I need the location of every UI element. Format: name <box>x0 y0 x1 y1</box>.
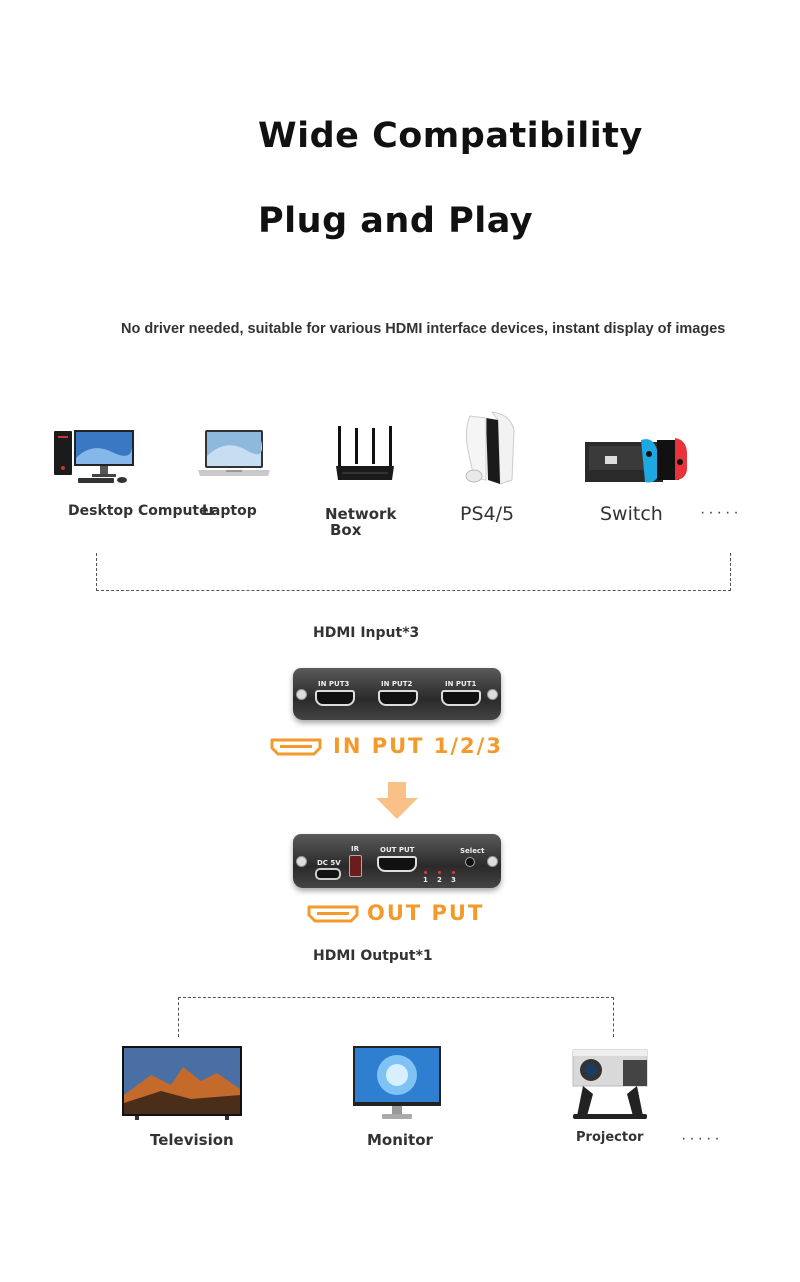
subtitle: No driver needed, suitable for various H… <box>121 321 726 337</box>
router-icon <box>334 424 396 484</box>
label-switch: Switch <box>600 503 663 525</box>
switch-output-panel: DC 5V IR OUT PUT Select 1 2 3 <box>293 834 501 888</box>
label-monitor: Monitor <box>367 1131 433 1149</box>
led-1 <box>424 871 427 874</box>
desktop-computer-icon <box>52 428 137 486</box>
hdmi-port-input2 <box>378 690 418 706</box>
output-bracket-top-line <box>178 997 614 998</box>
monitor-icon <box>352 1045 442 1121</box>
more-input-devices-dots: ····· <box>700 504 742 521</box>
select-button <box>465 857 475 867</box>
out-put-label: OUT PUT <box>380 846 415 854</box>
hdmi-port-input1 <box>441 690 481 706</box>
bracket-left-line <box>96 553 97 591</box>
screw-left-out <box>296 856 307 867</box>
led-2 <box>438 871 441 874</box>
led-label-2: 2 <box>437 876 442 884</box>
select-label: Select <box>460 847 485 855</box>
arrow-down-icon <box>374 782 420 820</box>
laptop-icon <box>196 428 274 484</box>
hdmi-input-label: HDMI Input*3 <box>313 625 420 641</box>
switch-input-panel: IN PUT3 IN PUT2 IN PUT1 <box>293 668 501 720</box>
label-ps45: PS4/5 <box>460 503 515 525</box>
label-desktop-computer: Desktop Computer <box>68 503 216 519</box>
output-bracket-left-line <box>178 997 179 1037</box>
output-bracket-right-line <box>613 997 614 1037</box>
hdmi-output-label: HDMI Output*1 <box>313 948 433 964</box>
bracket-right-line <box>730 553 731 591</box>
television-icon <box>121 1045 243 1121</box>
label-television: Television <box>150 1131 234 1149</box>
dc-power-port <box>315 868 341 880</box>
dc-5v-label: DC 5V <box>317 859 341 867</box>
hdmi-port-input3 <box>315 690 355 706</box>
screw-right <box>487 689 498 700</box>
more-output-devices-dots: ····· <box>681 1130 723 1147</box>
screw-right-out <box>487 856 498 867</box>
bracket-bottom-line <box>96 590 731 591</box>
label-network: Network <box>325 505 397 523</box>
port-label-input2: IN PUT2 <box>381 680 413 688</box>
hdmi-connector-icon-out <box>307 905 359 923</box>
led-3 <box>452 871 455 874</box>
hdmi-connector-icon <box>270 738 322 756</box>
port-label-input1: IN PUT1 <box>445 680 477 688</box>
port-label-input3: IN PUT3 <box>318 680 350 688</box>
ir-port <box>349 855 362 877</box>
nintendo-switch-icon <box>583 436 689 486</box>
heading-plug-and-play: Plug and Play <box>258 201 534 241</box>
hdmi-port-output <box>377 856 417 872</box>
projector-icon <box>567 1046 653 1122</box>
led-label-1: 1 <box>423 876 428 884</box>
ps5-console-icon <box>462 410 518 488</box>
label-projector: Projector <box>576 1130 644 1145</box>
screw-left <box>296 689 307 700</box>
ir-label: IR <box>351 845 359 853</box>
input-caption: IN PUT 1/2/3 <box>333 734 503 758</box>
label-box: Box <box>330 521 362 539</box>
output-caption: OUT PUT <box>367 901 485 925</box>
led-label-3: 3 <box>451 876 456 884</box>
label-laptop: Laptop <box>202 503 257 519</box>
heading-wide-compatibility: Wide Compatibility <box>258 116 643 156</box>
